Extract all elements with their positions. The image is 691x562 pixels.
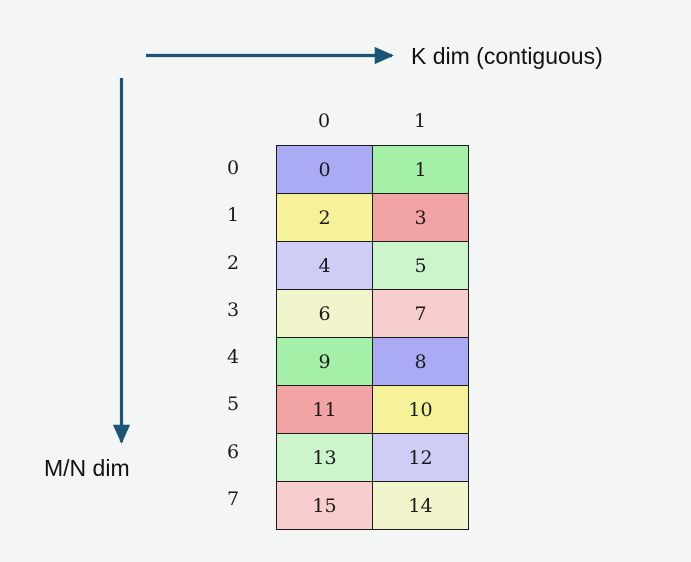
row-label-5: 5 xyxy=(226,393,240,416)
grid-cell: 3 xyxy=(372,193,469,242)
table-row: 2 3 xyxy=(276,193,469,242)
row-label-7: 7 xyxy=(226,488,240,511)
grid-cell: 15 xyxy=(276,481,373,530)
row-label-4: 4 xyxy=(226,346,240,369)
column-header-1: 1 xyxy=(413,110,427,132)
mn-dim-axis-label: M/N dim xyxy=(44,455,130,481)
table-row: 0 1 xyxy=(276,145,469,194)
table-row: 11 10 xyxy=(276,385,469,434)
grid-cell: 7 xyxy=(372,289,469,338)
memory-layout-grid: 0 1 2 3 4 5 6 7 9 8 xyxy=(276,145,469,530)
grid-cell: 4 xyxy=(276,241,373,290)
row-label-1: 1 xyxy=(226,204,240,227)
table-row: 4 5 xyxy=(276,241,469,290)
table-row: 13 12 xyxy=(276,433,469,482)
column-header-0: 0 xyxy=(317,110,331,132)
grid-cell: 8 xyxy=(372,337,469,386)
table-row: 6 7 xyxy=(276,289,469,338)
k-dim-axis-label: K dim (contiguous) xyxy=(411,43,603,69)
row-label-3: 3 xyxy=(226,298,240,321)
grid-body: 0 1 2 3 4 5 6 7 9 8 xyxy=(276,145,469,530)
grid-cell: 2 xyxy=(276,193,373,242)
grid-cell: 14 xyxy=(372,481,469,530)
grid-table: 0 1 2 3 4 5 6 7 9 8 xyxy=(276,145,469,530)
row-label-6: 6 xyxy=(226,440,240,463)
row-label-2: 2 xyxy=(226,251,240,274)
grid-cell: 6 xyxy=(276,289,373,338)
grid-cell: 1 xyxy=(372,145,469,194)
grid-cell: 0 xyxy=(276,145,373,194)
table-row: 9 8 xyxy=(276,337,469,386)
grid-cell: 9 xyxy=(276,337,373,386)
row-label-0: 0 xyxy=(226,157,240,179)
grid-cell: 12 xyxy=(372,433,469,482)
grid-cell: 5 xyxy=(372,241,469,290)
row-label-column: 0 1 2 3 4 5 6 7 xyxy=(205,145,261,523)
grid-cell: 11 xyxy=(276,385,373,434)
table-row: 15 14 xyxy=(276,481,469,530)
grid-cell: 10 xyxy=(372,385,469,434)
grid-cell: 13 xyxy=(276,433,373,482)
column-header-row: 0 1 xyxy=(276,110,468,132)
